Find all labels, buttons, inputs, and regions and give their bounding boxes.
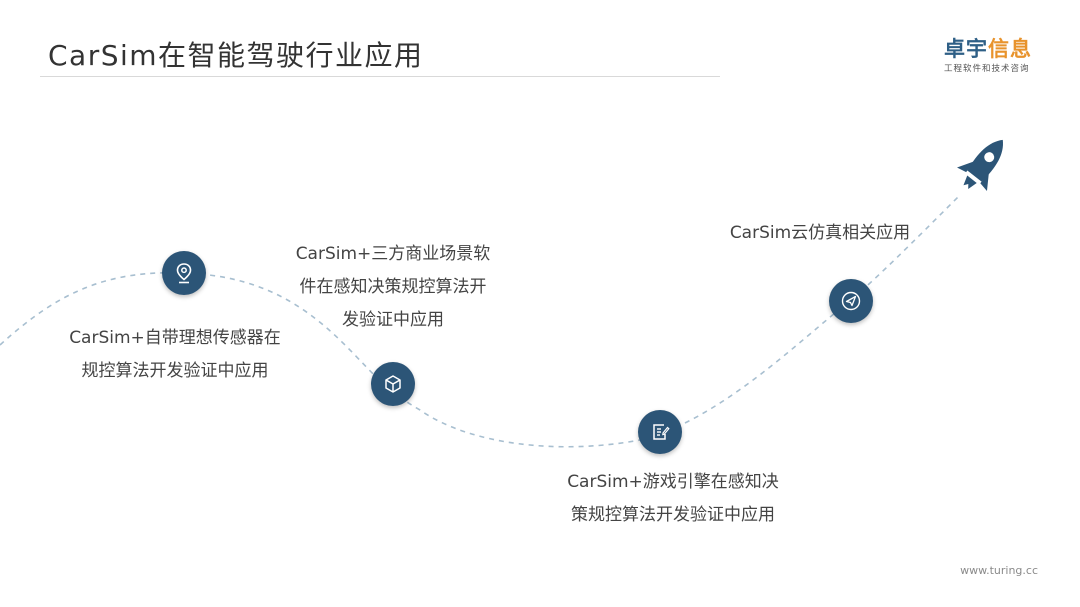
milestone-1-node — [162, 251, 206, 295]
milestone-3-label: CarSim+游戏引擎在感知决 策规控算法开发验证中应用 — [567, 472, 779, 525]
footer-url: www.turing.cc — [960, 564, 1038, 577]
milestone-1-label: CarSim+自带理想传感器在 规控算法开发验证中应用 — [69, 328, 281, 381]
page-title: CarSim在智能驾驶行业应用 — [48, 39, 424, 72]
title-divider — [40, 76, 720, 77]
milestone-4-node — [829, 279, 873, 323]
logo-tagline: 工程软件和技术咨询 — [944, 64, 1030, 74]
logo-name: 卓宇信息 — [944, 37, 1032, 61]
milestone-2-label: CarSim+三方商业场景软 件在感知决策规控算法开 发验证中应用 — [295, 244, 491, 330]
document-edit-icon — [653, 424, 670, 440]
milestone-4-label: CarSim云仿真相关应用 — [729, 223, 911, 243]
rocket-icon — [957, 139, 1003, 191]
milestone-3-node — [638, 410, 682, 454]
location-pin-icon — [176, 263, 192, 284]
milestone-2-node — [371, 362, 415, 406]
paper-plane-icon — [841, 291, 861, 311]
cube-icon — [385, 375, 401, 393]
company-logo: 卓宇信息 工程软件和技术咨询 — [944, 36, 1044, 74]
